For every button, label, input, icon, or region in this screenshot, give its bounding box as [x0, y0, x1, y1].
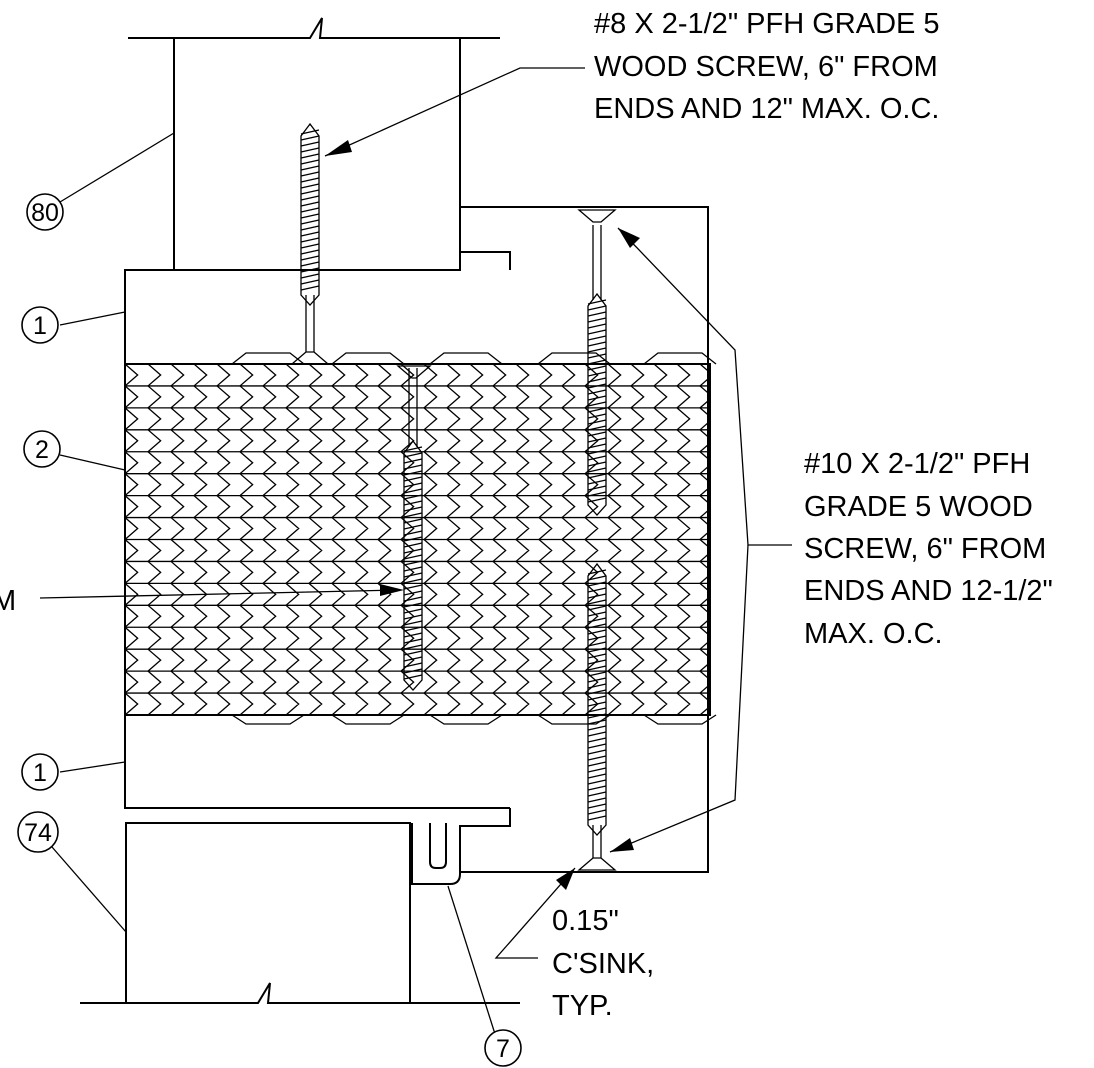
svg-text:ENDS AND 12-1/2": ENDS AND 12-1/2" [804, 575, 1053, 607]
leader-lines [39, 67, 792, 1035]
bottom-member-74 [80, 822, 520, 1004]
callout-side-screw: #10 X 2-1/2" PFH GRADE 5 WOOD SCREW, 6" … [804, 448, 1053, 650]
svg-text:M: M [0, 585, 16, 617]
member-1-top [124, 269, 174, 364]
bubble-7: 7 [484, 1029, 522, 1067]
bubble-1-top: 1 [21, 306, 59, 344]
svg-text:1: 1 [33, 312, 47, 340]
svg-text:#10 X 2-1/2" PFH: #10 X 2-1/2" PFH [804, 448, 1030, 480]
clt-panel-2 [124, 352, 717, 725]
callout-top-screw: #8 X 2-1/2" PFH GRADE 5 WOOD SCREW, 6" F… [594, 8, 940, 125]
svg-text:1: 1 [33, 759, 47, 787]
svg-text:0.15": 0.15" [552, 905, 619, 937]
svg-text:MAX. O.C.: MAX. O.C. [804, 618, 943, 650]
svg-text:ENDS AND 12" MAX. O.C.: ENDS AND 12" MAX. O.C. [594, 93, 940, 125]
svg-text:SCREW, 6" FROM: SCREW, 6" FROM [804, 533, 1046, 565]
callout-countersink: 0.15" C'SINK, TYP. [552, 905, 654, 1022]
bubble-80: 80 [26, 193, 64, 231]
svg-text:7: 7 [496, 1035, 510, 1063]
svg-text:TYP.: TYP. [552, 990, 613, 1022]
member-1-bottom [124, 715, 510, 809]
svg-text:GRADE 5 WOOD: GRADE 5 WOOD [804, 491, 1033, 523]
svg-text:WOOD SCREW, 6" FROM: WOOD SCREW, 6" FROM [594, 51, 938, 83]
callout-left-partial: M [0, 585, 16, 617]
screw-10-lower [577, 562, 617, 871]
svg-text:C'SINK,: C'SINK, [552, 948, 654, 980]
spline-7 [411, 808, 511, 885]
top-member-80 [128, 17, 500, 271]
bubble-1-bottom: 1 [21, 753, 59, 791]
bubble-74: 74 [17, 811, 59, 853]
screw-middle [396, 365, 432, 691]
svg-text:#8 X 2-1/2" PFH GRADE 5: #8 X 2-1/2" PFH GRADE 5 [594, 8, 940, 40]
bubble-2: 2 [23, 430, 61, 468]
svg-text:80: 80 [31, 199, 59, 227]
screw-8-top [290, 122, 330, 365]
svg-text:74: 74 [24, 819, 52, 847]
svg-text:2: 2 [35, 436, 49, 464]
screw-10-upper [577, 209, 617, 516]
